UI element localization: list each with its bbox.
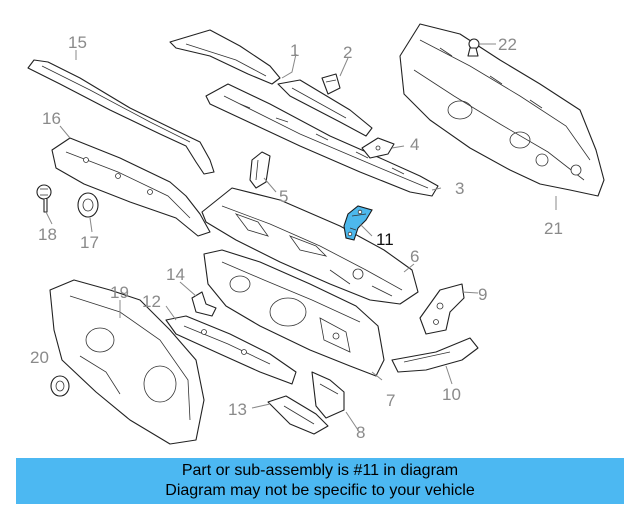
callout-12: 12 bbox=[142, 292, 161, 311]
info-banner: Part or sub-assembly is #11 in diagram D… bbox=[16, 458, 624, 504]
callout-14: 14 bbox=[166, 265, 185, 284]
part-3-cross-member[interactable] bbox=[205, 83, 439, 197]
part-2-clip[interactable] bbox=[321, 73, 341, 95]
callout-22: 22 bbox=[498, 35, 517, 54]
part-13-bracket[interactable] bbox=[267, 395, 329, 435]
callout-labels: 15 16 1 2 22 3 4 5 6 11 21 18 17 14 19 1… bbox=[30, 33, 563, 442]
callout-20: 20 bbox=[30, 348, 49, 367]
part-17-grommet[interactable] bbox=[77, 192, 99, 218]
banner-line-2: Diagram may not be specific to your vehi… bbox=[165, 482, 475, 499]
part-4-bracket[interactable] bbox=[361, 137, 395, 159]
part-5-plate[interactable] bbox=[249, 151, 271, 189]
part-19-insulator[interactable] bbox=[49, 279, 205, 445]
part-15-rail[interactable] bbox=[27, 59, 215, 175]
part-16-cowl-bracket[interactable] bbox=[51, 137, 211, 237]
part-18-bolt[interactable] bbox=[36, 184, 52, 213]
callout-18: 18 bbox=[38, 225, 57, 244]
callout-2: 2 bbox=[343, 43, 352, 62]
part-6-plenum[interactable] bbox=[201, 187, 419, 305]
callout-11: 11 bbox=[376, 230, 394, 249]
part-9-bracket[interactable] bbox=[419, 283, 465, 335]
banner-line-1: Part or sub-assembly is #11 in diagram bbox=[181, 462, 459, 479]
callout-10: 10 bbox=[442, 385, 461, 404]
part-7-dash-panel[interactable] bbox=[203, 249, 385, 377]
callout-13: 13 bbox=[228, 400, 247, 419]
callout-17: 17 bbox=[80, 233, 99, 252]
part-21-bulkhead[interactable] bbox=[399, 23, 605, 197]
callout-8: 8 bbox=[356, 423, 365, 442]
callout-21: 21 bbox=[544, 219, 563, 238]
callout-19: 19 bbox=[110, 283, 129, 302]
leader-lines bbox=[45, 43, 557, 431]
parts-diagram: 15 16 1 2 22 3 4 5 6 11 21 18 17 14 19 1… bbox=[27, 23, 605, 445]
callout-16: 16 bbox=[42, 109, 61, 128]
part-12-panel[interactable] bbox=[165, 315, 297, 385]
part-10-bracket[interactable] bbox=[391, 337, 479, 373]
part-8-box[interactable] bbox=[311, 371, 345, 419]
callout-9: 9 bbox=[478, 285, 487, 304]
callout-4: 4 bbox=[410, 135, 419, 154]
part-20-plug[interactable] bbox=[50, 375, 70, 397]
part-22-screw[interactable] bbox=[467, 38, 480, 57]
callout-5: 5 bbox=[279, 187, 288, 206]
callout-3: 3 bbox=[455, 179, 464, 198]
callout-6: 6 bbox=[410, 247, 419, 266]
callout-15: 15 bbox=[68, 33, 87, 52]
callout-1: 1 bbox=[290, 41, 299, 60]
part-14-clip[interactable] bbox=[191, 291, 217, 317]
part-1-strip[interactable] bbox=[277, 79, 373, 137]
part-11-bracket-highlighted[interactable] bbox=[343, 205, 373, 241]
part-cowl-top-panel[interactable] bbox=[169, 29, 281, 85]
callout-7: 7 bbox=[386, 391, 395, 410]
